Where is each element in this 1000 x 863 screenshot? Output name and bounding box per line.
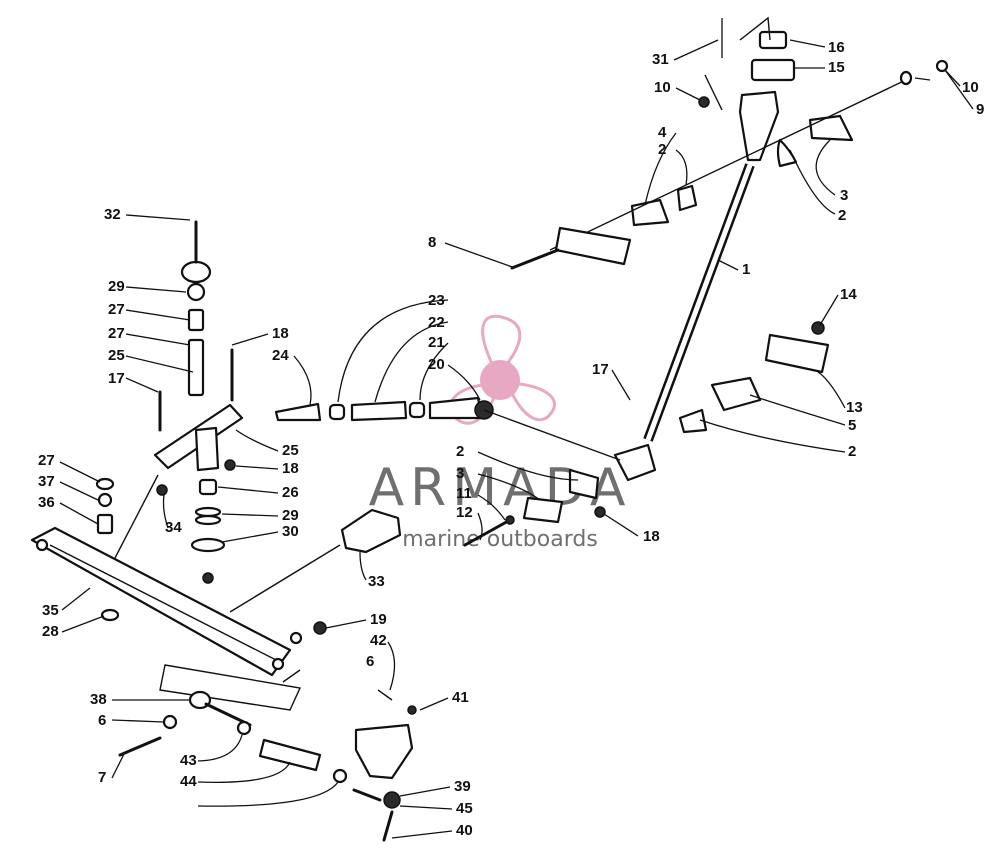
callout: 19 xyxy=(370,611,387,628)
callout: 3 xyxy=(840,187,848,204)
callout: 27 xyxy=(108,301,125,318)
callout: 31 xyxy=(652,51,669,68)
callout: 12 xyxy=(456,504,473,521)
callout: 7 xyxy=(98,769,106,786)
parts-drawing xyxy=(30,16,949,842)
callout: 11 xyxy=(456,485,472,502)
callout: 25 xyxy=(108,347,125,364)
propeller-logo-icon xyxy=(449,314,556,425)
callout: 3 xyxy=(456,465,464,482)
callout: 28 xyxy=(42,623,59,640)
callout: 29 xyxy=(108,278,125,295)
callout: 17 xyxy=(592,361,609,378)
spindle-arm xyxy=(354,723,414,780)
callout: 18 xyxy=(282,460,299,477)
callout: 37 xyxy=(38,473,55,490)
callout: 43 xyxy=(180,752,197,769)
callout-labels: 1 2 2 2 2 2 3 3 4 5 6 6 7 8 9 10 10 11 1… xyxy=(38,39,984,839)
callout: 2 xyxy=(838,207,846,224)
callout: 4 xyxy=(658,124,667,141)
callout: 16 xyxy=(828,39,845,56)
callout: 26 xyxy=(282,484,299,501)
callout: 20 xyxy=(428,356,445,373)
callout: 6 xyxy=(366,653,374,670)
callout: 41 xyxy=(452,689,469,706)
callout: 36 xyxy=(38,494,55,511)
callout: 42 xyxy=(370,632,387,649)
callout: 27 xyxy=(38,452,55,469)
callout: 18 xyxy=(643,528,660,545)
callout: 35 xyxy=(42,602,59,619)
watermark-tagline: marine outboards xyxy=(402,527,598,552)
callout: 33 xyxy=(368,573,385,590)
callout: 17 xyxy=(108,370,125,387)
callout: 10 xyxy=(962,79,979,96)
callout: 30 xyxy=(282,523,299,540)
callout: 8 xyxy=(428,234,436,251)
callout: 45 xyxy=(456,800,473,817)
callout: 1 xyxy=(742,261,750,278)
callout: 21 xyxy=(428,334,445,351)
callout: 40 xyxy=(456,822,473,839)
callout: 44 xyxy=(180,773,197,790)
callout: 25 xyxy=(282,442,299,459)
callout: 2 xyxy=(848,443,856,460)
leader-lines xyxy=(59,39,974,839)
callout: 13 xyxy=(846,399,863,416)
callout: 24 xyxy=(272,347,289,364)
callout: 18 xyxy=(272,325,289,342)
callout: 9 xyxy=(976,101,984,118)
callout: 6 xyxy=(98,712,106,729)
callout: 10 xyxy=(654,79,671,96)
callout: 32 xyxy=(104,206,121,223)
handlebar-block xyxy=(738,90,780,162)
callout: 15 xyxy=(828,59,845,76)
armada-logo: ARMADA marine outboards xyxy=(369,314,625,552)
callout: 14 xyxy=(840,286,857,303)
callout: 34 xyxy=(165,519,182,536)
callout: 39 xyxy=(454,778,471,795)
callout: 29 xyxy=(282,507,299,524)
callout: 38 xyxy=(90,691,107,708)
callout: 2 xyxy=(456,443,464,460)
callout: 27 xyxy=(108,325,125,342)
callout: 5 xyxy=(848,417,856,434)
callout: 2 xyxy=(658,141,666,158)
